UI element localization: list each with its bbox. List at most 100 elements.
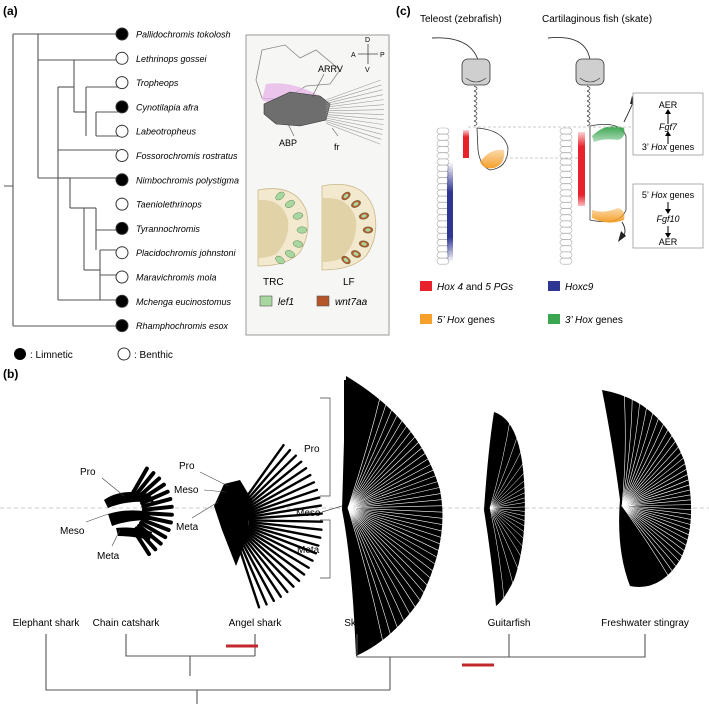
label-meso-angel: Meso [174,485,199,496]
legend-hoxc9: Hoxc9 [565,282,594,293]
teleost-fin-bud [476,127,509,171]
benthic-species-marker [115,76,129,90]
label-pro-angel: Pro [179,461,195,472]
axis-v: V [365,67,370,74]
benthic-marker [117,347,131,361]
label-fr: fr [334,142,340,152]
legend-hox5-name: 5’ Hox [437,315,466,326]
cladogram-branches [13,59,118,327]
benthic-species-marker [115,149,129,162]
limnetic-marker [14,348,26,360]
skate-head [575,58,605,86]
expression-dot [296,226,308,234]
limnetic-species-marker [115,173,129,187]
label-meso-elephant: Meso [60,526,85,537]
legend-hox4-pgs: 5 PGs [485,282,513,293]
fin-freshwater-stingray [602,390,709,599]
bottom-5hox-suffix: genes [667,190,695,200]
species-name: Tropheops [136,78,179,88]
cladogram-b [45,634,646,704]
lef1-swatch [259,295,273,307]
skate-embryo [547,37,637,265]
axis-d: D [365,37,370,44]
legend-a: : Limnetic : Benthic [14,347,173,361]
species-name: Fossorochromis rostratus [136,151,238,161]
expression-dot [292,212,304,220]
legend-hox3: 3’ Hox genes [565,315,623,326]
teleost-5hox-domain [480,149,505,169]
label-arrv: ARRV [318,64,343,74]
posterior-regulation-box: 5’ Hox genes Fgf10 AER [632,183,704,249]
species-name: Lethrinops gossei [136,54,208,64]
species-name: Placidochromis johnstoni [136,248,237,258]
species-name: Nimbochromis polystigma [136,175,239,185]
inset-frame [245,34,390,336]
fin-angel-shark [214,443,324,609]
wnt7aa-lef1-dots [341,191,374,265]
species-label-b: Chain catshark [93,618,161,629]
fin-labels-elephant [85,477,125,547]
skate-title: Cartilaginous fish (skate) [542,14,652,25]
trc-fold-diagram [257,188,309,267]
cladogram-a [4,33,118,326]
species-name: Tyrannochromis [136,224,200,234]
species-name: Maravichromis mola [136,273,217,283]
expression-dot [275,255,285,265]
top-aer: AER [659,100,678,110]
panel-label-a: (a) [3,4,18,18]
legend-limnetic: : Limnetic [30,350,73,361]
species-label-b: Guitarfish [488,618,531,629]
legend-hox3-suffix: genes [593,315,623,326]
anterior-regulation-box: AER Fgf7 3’ Hox genes [632,92,704,156]
expression-dot [275,191,285,201]
lf-fold-diagram [321,184,377,271]
species-label-b: Skate [344,618,370,629]
skate-somites [586,85,591,127]
expression-dot [292,240,304,248]
label-meso-skate: Meso [296,508,321,519]
legend-hox5-suffix: genes [465,315,495,326]
teleost-embryo [431,37,509,265]
bottom-5hox-name: Hox [651,190,668,200]
benthic-species-marker [115,51,129,65]
wnt7aa-swatch [316,295,330,307]
legend-hox3-name: 3’ Hox [565,315,594,326]
hox5-swatch [420,314,432,324]
species-name: Labeotropheus [136,127,197,137]
guitarfish-radials [489,414,586,603]
teleost-head [461,58,491,86]
fin-guitarfish [484,412,586,606]
species-label-b: Angel shark [229,618,283,629]
panel-label-b: (b) [3,367,18,381]
label-trc: TRC [263,277,284,288]
hoxc9-swatch [548,281,560,291]
legend-hox5: 5’ Hox genes [437,315,495,326]
legend-lef1: lef1 [278,297,294,308]
species-name: Rhamphochromis esox [136,321,229,331]
expression-dot [285,200,295,208]
stingray-radials [621,396,709,599]
skate-3hox-domain [592,126,625,142]
fin-labels-angel [191,471,229,519]
benthic-species-marker [115,124,129,138]
skate-brackets [320,397,343,579]
tree-branch [95,208,118,231]
legend-hox4-and: and [463,282,485,293]
hox4-swatch [420,281,432,291]
skate-vertebral-column [559,127,573,265]
angel-shark-radials [235,443,324,609]
benthic-species-marker [115,197,129,211]
skate-5hox-domain [592,208,625,223]
expression-dot [285,250,295,258]
label-lf: LF [343,277,355,288]
top-3hox-genes: 3’ Hox genes [642,142,695,152]
benthic-species-marker [115,270,129,284]
label-meta-angel: Meta [176,522,199,533]
skate-radials [347,363,498,654]
panel-label-c: (c) [396,4,411,18]
fin-skate [342,363,498,656]
bottom-5hox-prefix: 5’ [642,190,651,200]
top-fgf7: Fgf7 [659,122,678,132]
